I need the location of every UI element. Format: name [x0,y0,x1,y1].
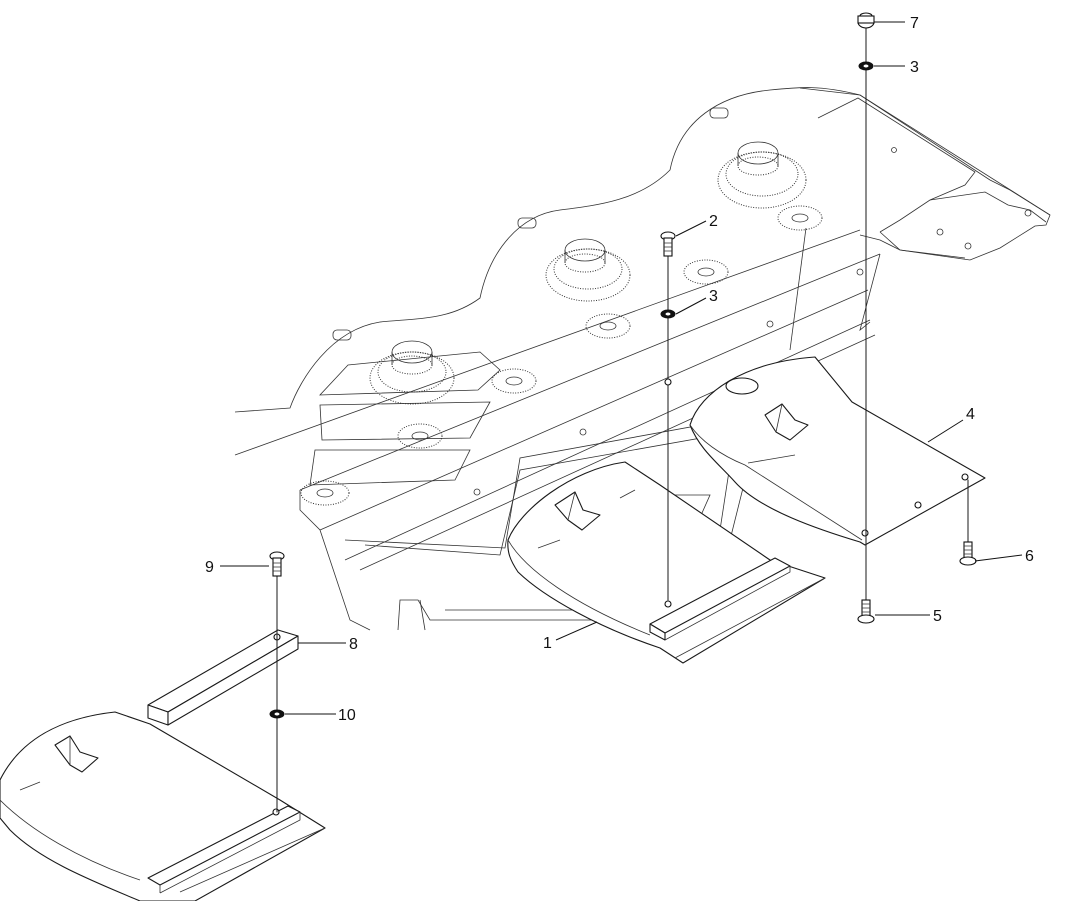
callout-8: 8 [349,636,358,653]
bolt-part-6 [959,541,977,566]
callout-3-mid: 3 [709,288,718,305]
callout-2: 2 [709,213,718,230]
hub-left [369,340,455,405]
callout-5: 5 [933,608,942,625]
callout-leaders [220,21,1023,715]
bolt-part-2 [660,231,676,257]
callout-1: 1 [543,635,552,652]
bearing-rings [300,205,823,506]
plate-part-1 [507,461,826,664]
bolt-part-5 [857,599,875,624]
hub-right [717,141,807,209]
bar-part-8 [147,629,299,726]
callout-4: 4 [966,406,975,423]
plate-part-4 [689,356,986,546]
plate-lower-left [0,711,326,901]
disc-hubs [300,141,823,506]
bolt-part-9 [269,551,285,577]
callout-6: 6 [1025,548,1034,565]
callout-7: 7 [910,15,919,32]
callout-labels: 7 3 2 3 4 6 5 1 8 9 10 [205,15,1034,724]
callout-3-top: 3 [910,59,919,76]
nut-part-7 [857,12,875,29]
hub-middle [545,238,631,302]
callout-10: 10 [338,707,356,724]
callout-9: 9 [205,559,214,576]
